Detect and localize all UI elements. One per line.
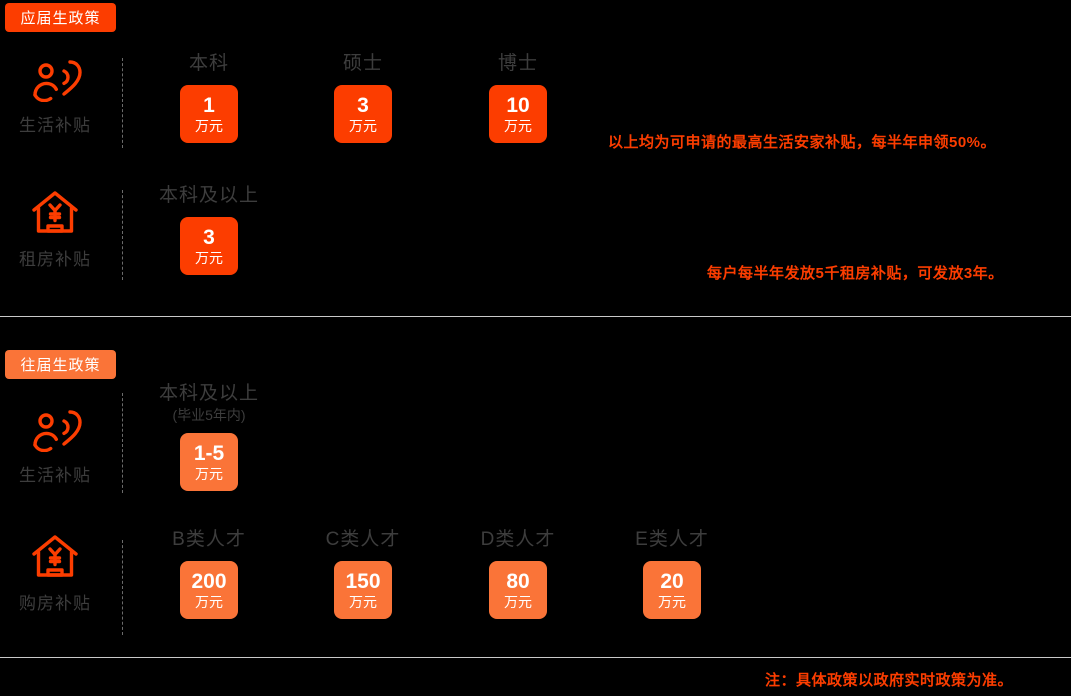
amount-value: 3 [203,225,215,249]
row-header-home-purchase-subsidy: 购房补贴 [0,532,110,614]
amount-box: 10 万元 [489,84,547,143]
house-yuan-icon [27,532,83,580]
cell-purchase-talent-e: E类人才 20 万元 [607,529,737,619]
footer-note: 注：具体政策以政府实时政策为准。 [765,672,1014,689]
cell-subcaption: (毕业5年内) [172,406,246,423]
house-yuan-icon [27,188,83,236]
amount-box: 200 万元 [180,560,238,619]
amount-value: 1 [203,93,215,117]
cell-caption: 本科及以上 [158,383,259,404]
amount-unit: 万元 [658,593,686,610]
cell-purchase-talent-d: D类人才 80 万元 [453,529,583,619]
cell-purchase-talent-b: B类人才 200 万元 [144,529,274,619]
amount-value: 20 [660,569,684,593]
note-rent-subsidy-fresh: 每户每半年发放5千租房补贴，可发放3年。 [707,265,1004,282]
cell-living-fresh-bachelor: 本科 1 万元 [144,53,274,143]
cell-purchase-talent-c: C类人才 150 万元 [298,529,428,619]
row-divider-dashed [122,393,123,493]
amount-unit: 万元 [195,117,223,134]
cell-caption: 硕士 [342,53,383,74]
amount-value: 200 [191,569,227,593]
amount-box: 3 万元 [180,216,238,275]
amount-box: 1 万元 [180,84,238,143]
cell-caption: B类人才 [172,529,246,550]
row-label: 购房补贴 [19,594,91,613]
amount-unit: 万元 [504,593,532,610]
cell-rent-fresh-bachelor-plus: 本科及以上 3 万元 [144,185,274,275]
row-header-living-allowance-past: 生活补贴 [0,404,110,486]
row-label: 生活补贴 [19,116,91,135]
amount-value: 1-5 [193,442,225,466]
person-heart-icon [27,54,83,103]
row-divider-dashed [122,58,123,148]
cell-living-fresh-doctor: 博士 10 万元 [453,53,583,143]
row-label: 生活补贴 [19,466,91,485]
row-divider-dashed [122,190,123,280]
cell-caption: 本科 [188,53,229,74]
cell-living-past-bachelor-plus: 本科及以上 (毕业5年内) 1-5 万元 [144,383,274,492]
section-badge-past-graduate: 往届生政策 [5,350,116,379]
cell-caption: C类人才 [325,529,401,550]
cell-caption: E类人才 [635,529,709,550]
cell-living-fresh-master: 硕士 3 万元 [298,53,428,143]
amount-unit: 万元 [349,117,377,134]
amount-unit: 万元 [195,249,223,266]
amount-value: 10 [506,93,530,117]
amount-box: 1-5 万元 [180,433,238,492]
footer-divider [0,657,1071,658]
amount-box: 20 万元 [643,560,701,619]
amount-value: 3 [357,93,369,117]
section-divider [0,316,1071,317]
cell-caption: 本科及以上 [158,185,259,206]
row-divider-dashed [122,540,123,635]
row-header-living-allowance-fresh: 生活补贴 [0,54,110,136]
section-badge-fresh-graduate: 应届生政策 [5,3,116,32]
amount-unit: 万元 [195,593,223,610]
amount-unit: 万元 [349,593,377,610]
row-header-rent-subsidy-fresh: 租房补贴 [0,188,110,270]
amount-box: 3 万元 [334,84,392,143]
amount-unit: 万元 [504,117,532,134]
amount-value: 150 [345,569,381,593]
row-label: 租房补贴 [19,250,91,269]
amount-box: 150 万元 [334,560,392,619]
note-living-allowance-fresh: 以上均为可申请的最高生活安家补贴，每半年申领50%。 [608,134,997,151]
person-heart-icon [27,404,83,453]
cell-caption: D类人才 [480,529,556,550]
amount-box: 80 万元 [489,560,547,619]
cell-caption: 博士 [497,53,538,74]
amount-unit: 万元 [195,466,223,483]
amount-value: 80 [506,569,530,593]
